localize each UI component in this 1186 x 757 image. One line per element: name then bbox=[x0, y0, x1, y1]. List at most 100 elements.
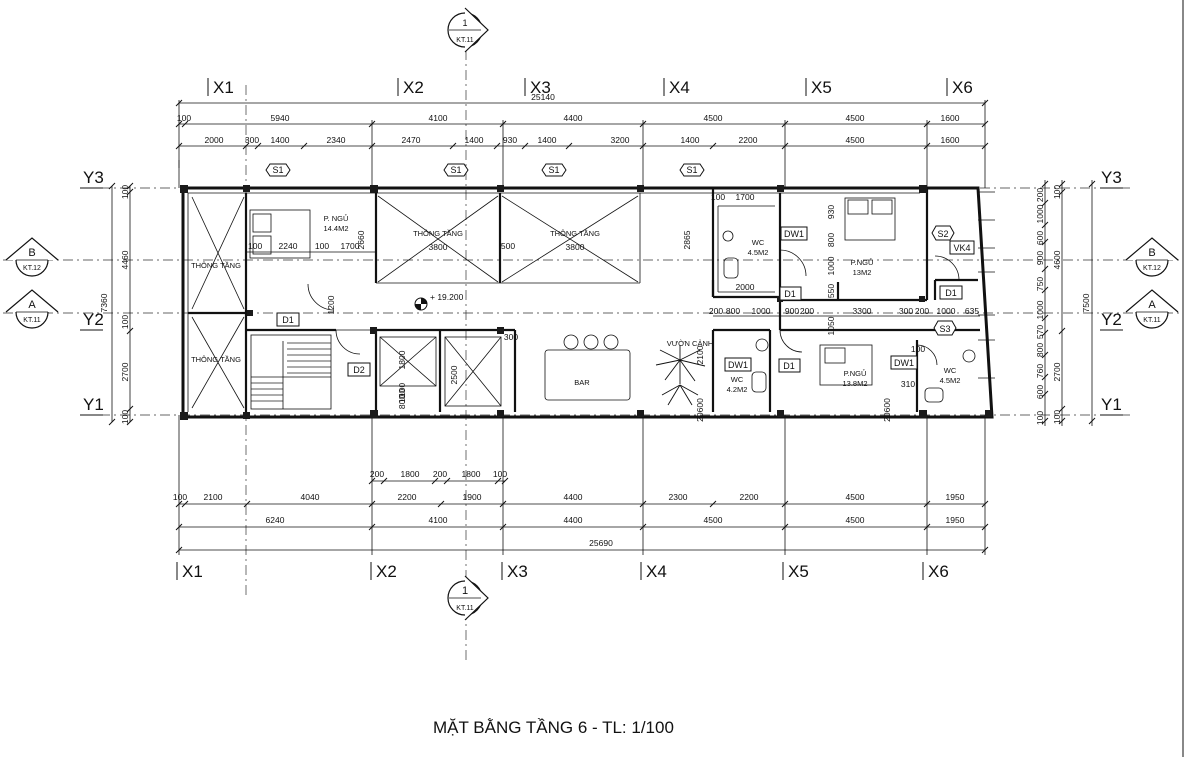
dim-top-row3-5: 1400 bbox=[465, 135, 484, 145]
idim-300: 300 bbox=[899, 306, 913, 316]
dim-bottom-row1-2: 4040 bbox=[301, 492, 320, 502]
idim-1000b: 1000 bbox=[937, 306, 956, 316]
section-marker-right-a: A KT.11 bbox=[1125, 289, 1179, 329]
dim-top-row3-8: 3200 bbox=[611, 135, 630, 145]
tag-s1-a: S1 bbox=[272, 165, 283, 175]
dim-top-row2-0: 100 bbox=[177, 113, 191, 123]
room-wc-2-name: WC bbox=[731, 375, 744, 384]
dim-left-3: 2700 bbox=[120, 362, 130, 381]
grid-label-x5-top: X5 bbox=[811, 78, 832, 97]
grid-column-lines bbox=[178, 100, 986, 555]
room-thong-tang-left-top: THÔNG TẦNG bbox=[191, 260, 241, 270]
idim-100e: 100 bbox=[911, 344, 925, 354]
room-p-ngu-1-name: P. NGỦ bbox=[324, 214, 349, 223]
idim-550: 550 bbox=[826, 284, 836, 298]
idim-1200: 1200 bbox=[326, 295, 336, 314]
grid-label-y3-left: Y3 bbox=[83, 168, 104, 187]
door-tags: D1 D2 DW1 D1 D1 DW1 D1 DW1 S2 VK4 S3 bbox=[276, 225, 975, 377]
dim-bottom-small-1: 1800 bbox=[401, 469, 420, 479]
section-marker-left-a: A KT.11 bbox=[5, 289, 59, 329]
dim-left-2: 100 bbox=[120, 315, 130, 329]
idim-300b: 300 bbox=[504, 332, 518, 342]
tag-d1-d: D1 bbox=[783, 361, 795, 371]
section-marker-top: 1 KT.11 bbox=[447, 7, 489, 53]
section-marker-left-b-sheet: KT.12 bbox=[23, 265, 41, 272]
dim-bottom-overall: 25690 bbox=[589, 538, 613, 548]
idim-1700b: 1700 bbox=[736, 192, 755, 202]
tag-s3: S3 bbox=[939, 324, 950, 334]
dim-left-total: 7360 bbox=[99, 293, 109, 312]
grid-label-x6-bottom: X6 bbox=[928, 562, 949, 581]
section-marker-right-b: B KT.12 bbox=[1125, 237, 1179, 277]
staircase bbox=[250, 334, 332, 410]
grid-label-x4-bottom: X4 bbox=[646, 562, 667, 581]
dim-right-6: 570 bbox=[1035, 325, 1045, 339]
dim-right-5: 1000 bbox=[1035, 300, 1045, 319]
room-wc-1-area: 4.5M2 bbox=[748, 248, 769, 257]
grid-label-x1-top: X1 bbox=[213, 78, 234, 97]
grid-labels-bottom: X1 X2 X3 X4 X5 X6 bbox=[176, 562, 949, 581]
dim-top-row3-2: 1400 bbox=[271, 135, 290, 145]
dim-bottom-row2-2: 4400 bbox=[564, 515, 583, 525]
tag-dw1-c: DW1 bbox=[894, 358, 914, 368]
dim-bottom-small-3: 1800 bbox=[462, 469, 481, 479]
dim-top-row2-1: 5940 bbox=[271, 113, 290, 123]
idim-500: 500 bbox=[501, 241, 515, 251]
dim-right-3: 900 bbox=[1035, 251, 1045, 265]
grid-label-x1-bottom: X1 bbox=[182, 562, 203, 581]
dim-bottom-row2-1: 4100 bbox=[429, 515, 448, 525]
idim-635: 635 bbox=[965, 306, 979, 316]
dim-top-row3-7: 1400 bbox=[538, 135, 557, 145]
dim-top-row3-1: 300 bbox=[245, 135, 259, 145]
grid-label-y1-left: Y1 bbox=[83, 395, 104, 414]
grid-label-x6-top: X6 bbox=[952, 78, 973, 97]
tag-s1-d: S1 bbox=[686, 165, 697, 175]
section-marker-right-a-sheet: KT.11 bbox=[1143, 317, 1160, 324]
garden-plant bbox=[655, 345, 706, 406]
void-crosses bbox=[191, 195, 639, 409]
idim-20600: 20600 bbox=[695, 398, 705, 422]
door-swings bbox=[307, 249, 960, 366]
grid-label-x4-top: X4 bbox=[669, 78, 690, 97]
grid-label-y1-right: Y1 bbox=[1101, 395, 1122, 414]
dim-right-1: 1000 bbox=[1035, 204, 1045, 223]
idim-100f: 100 bbox=[711, 192, 725, 202]
idim-100b: 100 bbox=[315, 241, 329, 251]
dim-bottom-row1-7: 2200 bbox=[740, 492, 759, 502]
dim-right-mid-3: 100 bbox=[1052, 410, 1062, 424]
dim-top-row2-4: 4500 bbox=[704, 113, 723, 123]
dim-left-4: 100 bbox=[120, 410, 130, 424]
dim-bottom-small-4: 100 bbox=[493, 469, 507, 479]
room-thong-tang-left-bottom: THÔNG TẦNG bbox=[191, 354, 241, 364]
idim-2865: 2865 bbox=[682, 230, 692, 249]
dim-top-row3-6: 930 bbox=[503, 135, 517, 145]
idim-310: 310 bbox=[901, 379, 915, 389]
level-value: + 19.200 bbox=[430, 292, 464, 302]
dim-left-0: 100 bbox=[120, 185, 130, 199]
grid-label-x3-top: X3 bbox=[530, 78, 551, 97]
room-labels: P. NGỦ 14.4M2 THÔNG TẦNG 3800 THÔNG TẦNG… bbox=[191, 214, 960, 394]
dimension-lines-top: 25140 100 5940 4100 4400 4500 4500 1600 … bbox=[175, 92, 989, 168]
facade-markers-right bbox=[978, 191, 995, 379]
idim-200c: 200 bbox=[915, 306, 929, 316]
drawing-title: MẶT BẰNG TẦNG 6 - TL: 1/100 bbox=[433, 718, 674, 737]
room-wc-2-area: 4.2M2 bbox=[727, 385, 748, 394]
dim-left-1: 4460 bbox=[120, 250, 130, 269]
tag-vk4: VK4 bbox=[953, 243, 970, 253]
dim-top-row3-10: 2200 bbox=[739, 135, 758, 145]
dim-right-mid-1: 4600 bbox=[1052, 250, 1062, 269]
dim-bottom-row1-4: 1900 bbox=[463, 492, 482, 502]
room-thong-tang-2: THÔNG TẦNG bbox=[413, 228, 463, 238]
grid-labels-y: Y3 Y2 Y1 Y3 Y2 Y1 bbox=[80, 168, 1123, 416]
section-marker-top-sheet: KT.11 bbox=[456, 37, 473, 44]
idim-1050: 1050 bbox=[826, 316, 836, 335]
dim-bottom-row1-0: 100 bbox=[173, 492, 187, 502]
grid-label-x2-bottom: X2 bbox=[376, 562, 397, 581]
grid-label-x3-bottom: X3 bbox=[507, 562, 528, 581]
dimension-lines-left: 100 4460 100 2700 100 7360 bbox=[99, 182, 134, 426]
grid-label-y2-right: Y2 bbox=[1101, 310, 1122, 329]
bathroom-fixtures bbox=[722, 230, 976, 403]
tag-s1-c: S1 bbox=[548, 165, 559, 175]
dim-bottom-small-0: 200 bbox=[370, 469, 384, 479]
dim-top-row3-9: 1400 bbox=[681, 135, 700, 145]
